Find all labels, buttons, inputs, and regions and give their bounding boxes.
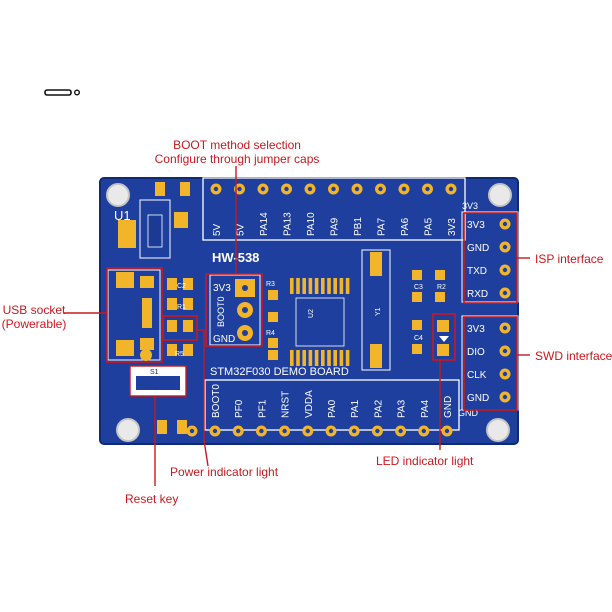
power-led-annotation: Power indicator light	[170, 465, 279, 479]
bottom-pin-label: PF0	[234, 399, 245, 418]
boot-highlight	[205, 273, 263, 347]
top-pin-label: PA14	[259, 212, 270, 236]
top-pin-label: PA10	[306, 212, 317, 236]
battery-icon	[44, 89, 81, 96]
top-pin-label: 5V	[236, 223, 247, 236]
bottom-pin-label: PA4	[420, 399, 431, 418]
top-pin-label: PB1	[353, 217, 364, 236]
boot-jumper-3v3: 3V3	[213, 283, 231, 294]
swd-pin-label: DIO	[467, 347, 485, 358]
svg-text:C3: C3	[414, 284, 423, 291]
usb-annotation-line2: (Powerable)	[1, 317, 67, 331]
bottom-pin-label: PF1	[257, 399, 268, 418]
swd-pin-label: 3V3	[467, 324, 485, 335]
top-pin-label: 3V3	[447, 218, 458, 236]
board-name: STM32F030 DEMO BOARD	[210, 366, 349, 378]
chip-ref: U2	[308, 309, 315, 318]
swd-highlight	[463, 316, 518, 411]
svg-text:R1: R1	[177, 304, 186, 311]
top-pin-label: PA6	[400, 217, 411, 236]
swd-pin-label: CLK	[467, 370, 487, 381]
switch-ref: S1	[150, 369, 159, 376]
svg-text:R2: R2	[437, 284, 446, 291]
isp-pin-label: TXD	[467, 266, 487, 277]
svg-text:C2: C2	[177, 283, 186, 290]
bottom-right-gnd: GND	[458, 408, 479, 418]
svg-text:R4: R4	[266, 330, 275, 337]
top-pin-label: PA5	[424, 217, 435, 236]
top-pin-label: 5V	[212, 223, 223, 236]
bottom-pin-label: VDDA	[304, 390, 315, 418]
boot-jumper-gnd: GND	[213, 334, 235, 345]
top-pin-label: PA9	[330, 217, 341, 236]
isp-pin-label: 3V3	[467, 220, 485, 231]
boot-annotation-line1: BOOT method selection	[173, 138, 301, 152]
swd-annotation: SWD interface	[535, 349, 612, 363]
usb-annotation: USB socket (Powerable)	[0, 303, 68, 331]
top-right-3v3: 3V3	[462, 201, 478, 211]
reset-annotation: Reset key	[125, 492, 179, 506]
boot-jumper-boot0: BOOT0	[216, 296, 226, 327]
led-highlight	[432, 313, 456, 361]
usb-highlight	[106, 267, 163, 363]
bottom-pin-label: PA3	[397, 399, 408, 418]
bottom-pin-label: PA2	[373, 399, 384, 418]
crystal-ref: Y1	[375, 307, 382, 316]
boot-annotation: BOOT method selection Configure through …	[147, 138, 327, 166]
svg-text:R5: R5	[175, 351, 184, 358]
svg-text:R3: R3	[266, 281, 275, 288]
isp-pin-label: GND	[467, 243, 489, 254]
regulator-ref: U1	[114, 208, 131, 223]
mounting-holes	[106, 183, 512, 442]
bottom-pin-label: BOOT0	[211, 384, 222, 418]
swd-pin-label: GND	[467, 393, 489, 404]
boot-annotation-line2: Configure through jumper caps	[154, 152, 320, 166]
bottom-pin-label: PA1	[350, 399, 361, 418]
bottom-pin-label: PA0	[327, 399, 338, 418]
usb-annotation-line1: USB socket	[2, 303, 66, 317]
power-led-highlight	[162, 315, 198, 341]
top-pin-label: PA7	[377, 217, 388, 236]
top-pin-label: PA13	[283, 212, 294, 236]
isp-annotation: ISP interface	[535, 252, 604, 266]
led-annotation: LED indicator light	[376, 454, 474, 468]
bottom-pin-label: NRST	[281, 391, 292, 418]
svg-text:C4: C4	[414, 335, 423, 342]
bottom-pin-label: GND	[443, 396, 454, 418]
isp-pin-label: RXD	[467, 289, 488, 300]
